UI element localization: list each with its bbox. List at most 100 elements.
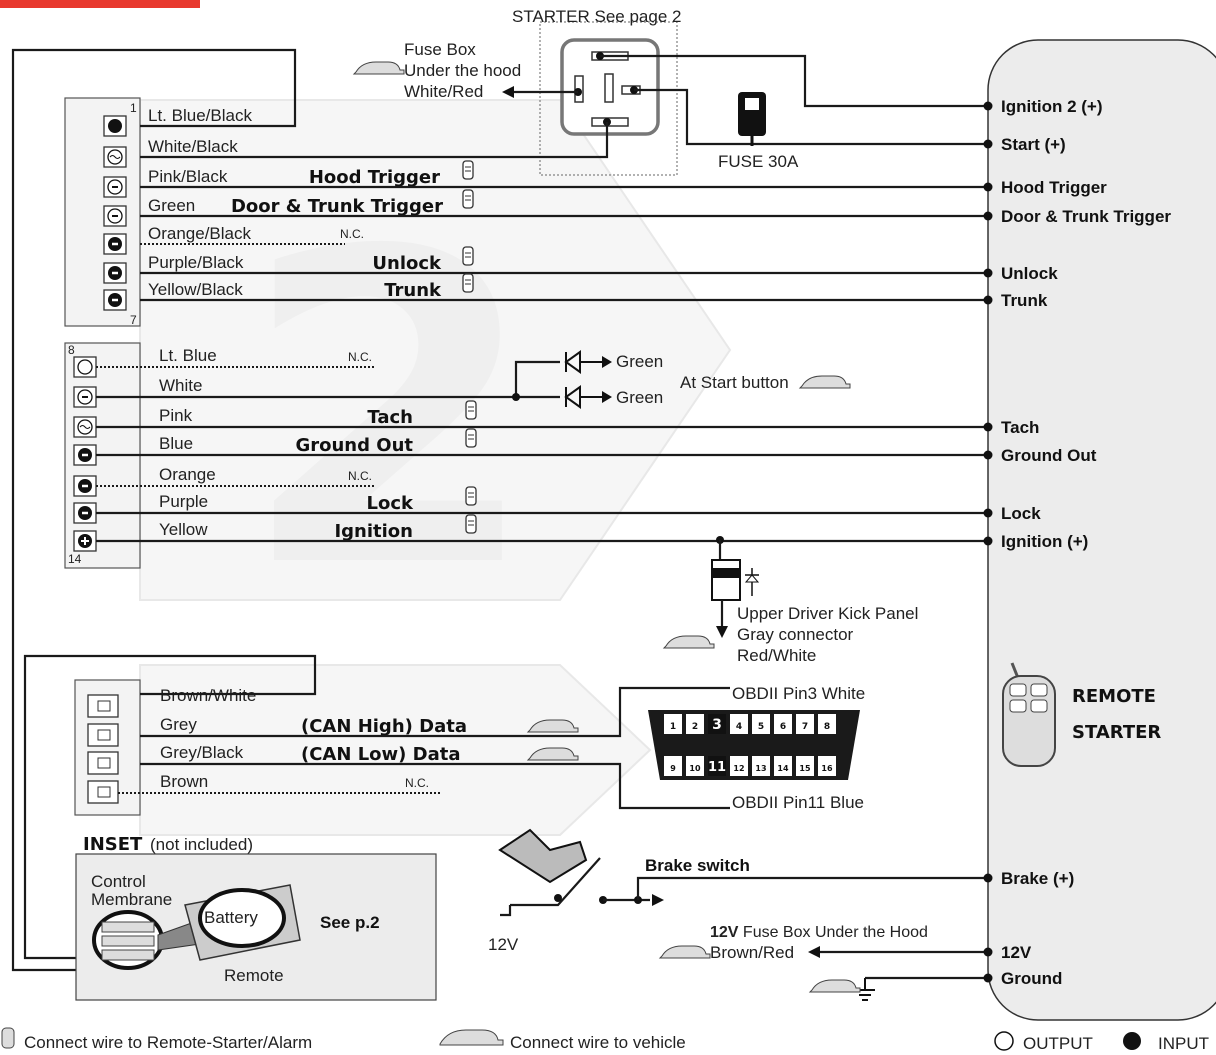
unit-terminals: Ignition 2 (+) Start (+) Hood TriggerDoor … [983,97,1171,988]
obd-pin [664,714,682,734]
wire-color-label: Pink/Black [148,167,228,186]
can-low-wire [140,762,730,810]
pin-terminal [87,694,119,718]
wire-color-label: Purple [159,492,208,511]
kick-panel-line1: Upper Driver Kick Panel [737,604,918,623]
wire-function-label: Lock [367,493,415,514]
legend-remote-label: Connect wire to Remote-Starter/Alarm [24,1033,312,1052]
unit-title-line1: REMOTE [1072,686,1156,707]
wire-color-label: Purple/Black [148,253,244,272]
obd-pin-label: 6 [780,722,786,732]
battery-icon [184,884,301,961]
remote-starter-unit [987,39,1216,1021]
brake-pedal-icon [498,828,588,884]
terminal-label: Lock [1001,504,1041,523]
terminal-label: Hood Trigger [1001,178,1107,197]
watermark-number-2: 2 [139,99,732,662]
obd-pin [730,714,748,734]
pin-terminal [73,444,97,466]
vehicle-icon [798,375,851,389]
terminal-label: Start (+) [1001,135,1066,154]
fuse-box-line1: Fuse Box [404,40,476,59]
obd-pin [730,756,748,776]
terminal-dot [983,973,993,983]
legend-output-label: OUTPUT [1023,1034,1093,1053]
white-black-wire [140,122,609,159]
terminal-dot [983,211,993,221]
wire-color-label: Orange/Black [148,224,251,243]
lt-blue-black-loop-wire [11,48,297,972]
legend-input-label: INPUT [1158,1034,1209,1053]
nc-label: N.C. [405,776,429,790]
wire-color-label: Grey/Black [160,743,244,762]
obd-pin3-label: OBDII Pin3 White [732,684,865,703]
fuse-label: FUSE 30A [718,152,799,171]
inset-title: INSET [83,834,143,855]
vehicle-icon [662,635,715,649]
wire-function-label: Ground Out [295,435,413,456]
nc-label: N.C. [348,469,372,483]
nc-label: N.C. [340,227,364,241]
wire-color-label: Brown [160,772,208,791]
terminal-dot [983,101,993,111]
terminal-dot [983,947,993,957]
obd-pin-label: 8 [824,722,830,732]
power-wire-label: Brown/Red [710,943,794,962]
starter-relay-outline [539,21,678,176]
pin-terminal [87,723,119,747]
wire-function-label: Tach [367,407,413,428]
vehicle-icon [439,1029,504,1046]
brown-white-loop-wire [23,654,317,960]
terminal-dot [983,182,993,192]
wire-color-label: Orange [159,465,216,484]
terminal-label: Ignition 2 (+) [1001,97,1103,116]
obd-pin-label: 5 [758,722,764,732]
wire-function-label: Unlock [372,253,442,274]
terminal-dot [983,508,993,518]
obd-pin11-label: OBDII Pin11 Blue [732,793,864,812]
pin-terminal [87,751,119,775]
obd-pin [796,756,814,776]
remote-fob-icon [1002,662,1056,767]
obd-pin [774,714,792,734]
wire-function-label: Hood Trigger [309,167,440,188]
connector-1-housing [64,97,141,327]
pin-terminal [103,233,127,255]
start-button-label: At Start button [680,373,789,392]
remote-fob-icon [462,160,474,180]
brake-ground-stub [500,905,512,917]
vehicle-icon [658,945,711,959]
remote-fob-icon [465,400,477,420]
wire-color-label: Brown/White [160,686,256,705]
wire-function-label: Door & Trunk Trigger [231,196,443,217]
terminal-dot [983,295,993,305]
wire-color-label: Pink [159,406,193,425]
inline-diode-plug-icon [711,559,760,601]
brake-12v-label: 12V [488,935,519,954]
terminal-label: Ignition (+) [1001,532,1088,551]
fuse-box-line3: White/Red [404,82,483,101]
terminal-label: Unlock [1001,264,1058,283]
fuse-box-line2: Under the hood [404,61,521,80]
kick-panel-line3: Red/White [737,646,816,665]
connector-2-first-pin: 8 [68,343,75,357]
obd-pin-label: 13 [755,764,766,773]
inset-subtitle: (not included) [150,835,253,854]
wire-function-label: Trunk [384,280,442,301]
starter-title: STARTER See page 2 [512,7,681,26]
vehicle-icon [352,61,405,75]
power-fuse-label: 12V Fuse Box Under the Hood [710,924,928,941]
terminal-label: Door & Trunk Trigger [1001,207,1171,226]
obd-pin [752,756,770,776]
remote-fob-icon [462,273,474,293]
terminal-label: Ground Out [1001,446,1097,465]
pin-terminal [103,176,127,198]
legend: Connect wire to Remote-Starter/Alarm Con… [1,1027,1209,1053]
obd-pin-label: 16 [821,764,833,773]
vehicle-icon [526,747,579,761]
obd-pin [686,714,704,734]
wire-function-label: (CAN High) Data [301,716,467,737]
